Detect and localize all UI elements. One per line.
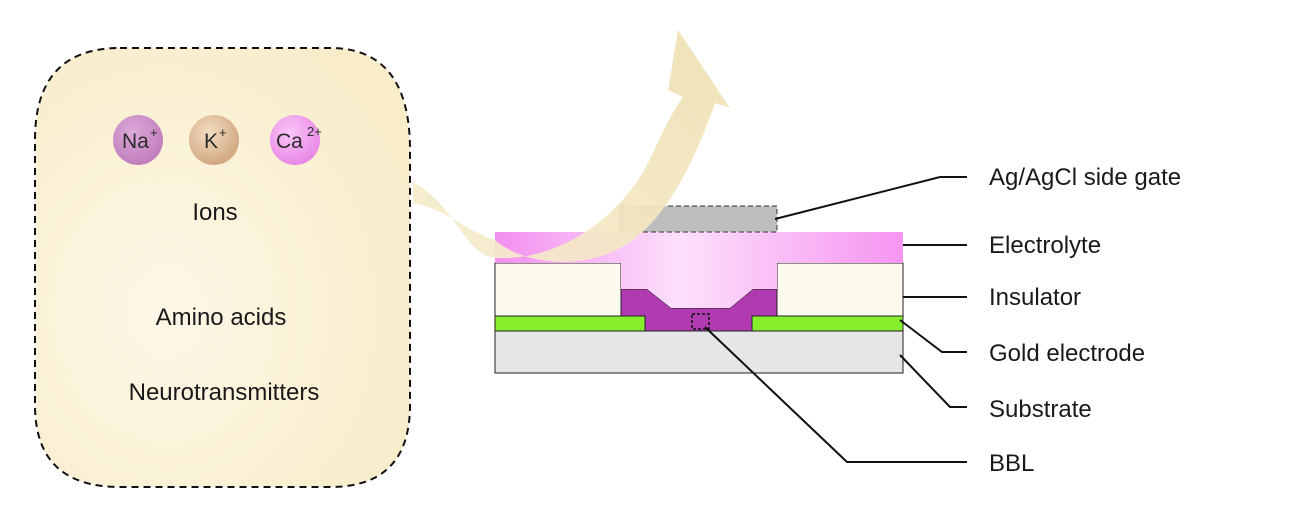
ion-na-symbol: Na (122, 130, 149, 153)
leader-substrate (899, 354, 967, 408)
analyte-panel: Na + K + Ca 2+ Ions Amino acids Neurotra… (34, 47, 411, 488)
ion-na-charge: + (150, 125, 158, 140)
label-bbl: BBL (989, 450, 1034, 477)
neurotransmitters-label: Neurotransmitters (129, 379, 320, 406)
label-electrolyte: Electrolyte (989, 232, 1101, 259)
bbl-channel-marker (691, 313, 710, 330)
ion-ca-symbol: Ca (276, 130, 303, 153)
insulator-right (776, 262, 904, 317)
label-gold-electrode: Gold electrode (989, 340, 1145, 367)
ion-k-circle (189, 115, 239, 165)
ion-na-circle (113, 115, 163, 165)
ion-ca: Ca 2+ (270, 115, 322, 165)
substrate-layer (494, 330, 904, 374)
leader-bbl (704, 326, 967, 463)
insulator-left (494, 262, 622, 317)
gold-electrode-left (494, 315, 646, 332)
leader-gate (774, 176, 967, 220)
label-substrate: Substrate (989, 396, 1092, 423)
curved-arrow (413, 30, 730, 262)
ion-ca-circle (270, 115, 320, 165)
gold-electrode-right (751, 315, 904, 332)
leader-lines (704, 176, 967, 463)
ion-na: Na + (113, 115, 163, 165)
amino-acids-label: Amino acids (156, 304, 287, 331)
ion-k-symbol: K (204, 130, 218, 153)
ion-ca-charge: 2+ (307, 124, 322, 139)
leader-gold (899, 319, 967, 353)
ion-k-charge: + (219, 125, 227, 140)
ion-k: K + (189, 115, 239, 165)
device-cross-section (494, 205, 904, 374)
ions-label: Ions (192, 199, 237, 226)
label-ag-agcl-side-gate: Ag/AgCl side gate (989, 164, 1181, 191)
panel-dashed-border (34, 47, 411, 488)
label-insulator: Insulator (989, 284, 1081, 311)
